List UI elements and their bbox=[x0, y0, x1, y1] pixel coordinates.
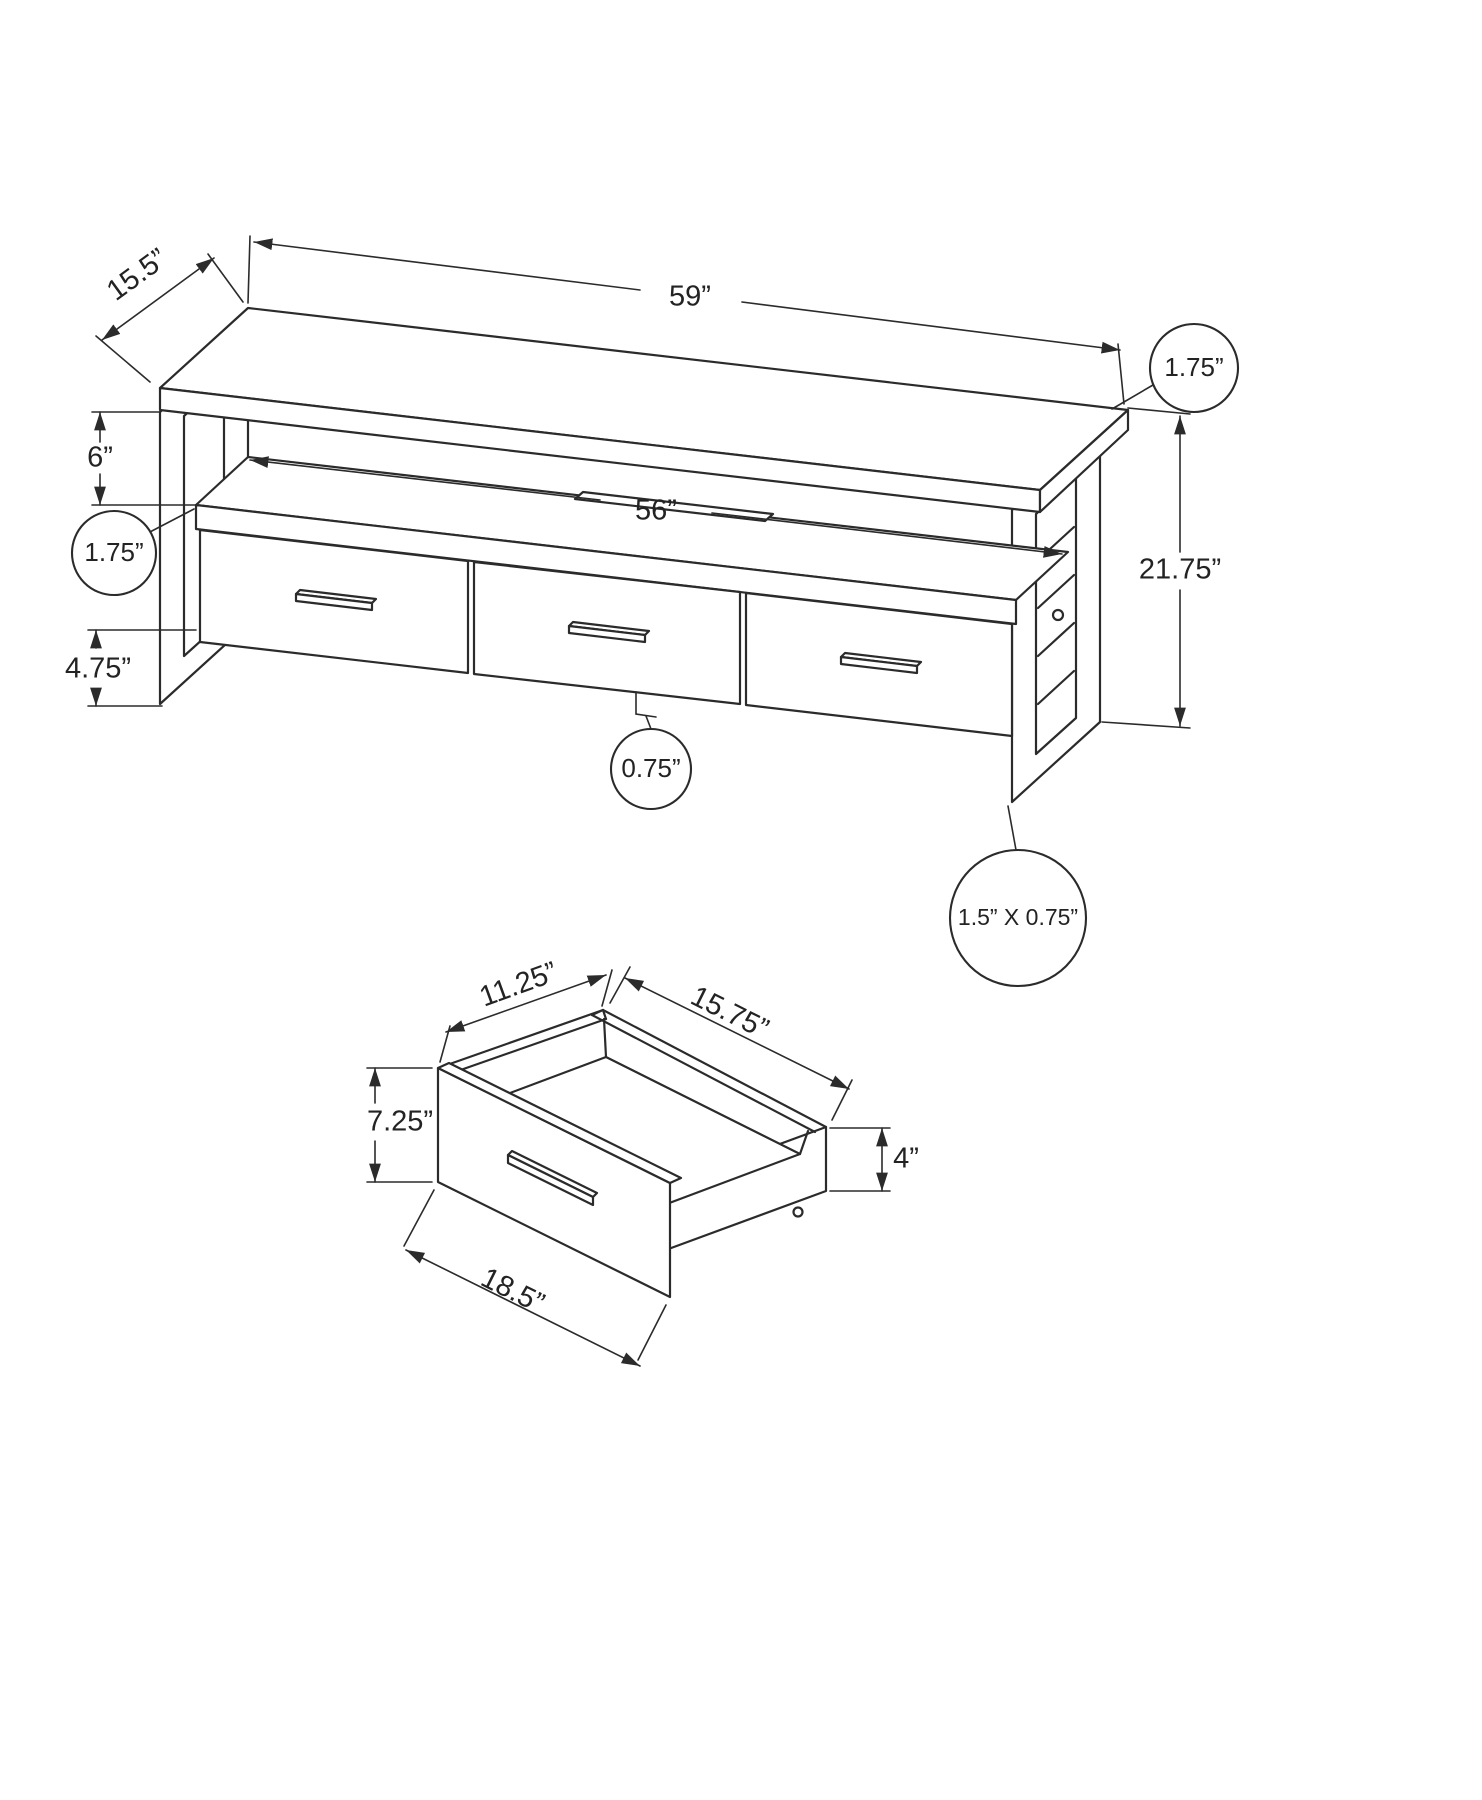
dim-drawer-side-height-label: 4” bbox=[893, 1143, 919, 1175]
dim-opening-height-label: 6” bbox=[87, 442, 113, 474]
dim-bubble bbox=[609, 727, 693, 811]
knob-hole bbox=[1051, 608, 1065, 622]
drawer-left-handle bbox=[294, 588, 378, 612]
side-screw-hole bbox=[792, 1206, 804, 1218]
dim-top-thickness: 1.75” bbox=[1111, 322, 1240, 414]
dim-drawer-side-height: 4” bbox=[829, 1127, 919, 1192]
dim-leg-profile-label: 1.5” X 0.75” bbox=[958, 904, 1078, 930]
dim-bubble bbox=[1148, 322, 1240, 414]
drawer-front-panel bbox=[436, 1061, 683, 1299]
drawer-front-top-edge bbox=[436, 1061, 683, 1185]
top-panel-end-face bbox=[1038, 408, 1130, 514]
dim-bottom-thickness-label: 0.75” bbox=[621, 753, 680, 783]
drawer-detail-drawing: 11.25” 15.75” 7.25” 4” bbox=[366, 956, 919, 1367]
dim-base-opening: 4.75” bbox=[65, 629, 197, 707]
dim-bubble bbox=[948, 848, 1088, 988]
dim-overall-height: 21.75” bbox=[1101, 407, 1221, 729]
drawer-box-left-rim bbox=[442, 1008, 608, 1075]
dim-overall-height-label: 21.75” bbox=[1139, 554, 1221, 586]
dim-bottom-thickness: 0.75” bbox=[609, 691, 693, 811]
drawer-detail-handle bbox=[506, 1149, 599, 1207]
dim-shelf-thickness-label: 1.75” bbox=[84, 537, 143, 567]
side-plank-lines bbox=[1036, 525, 1076, 706]
dim-drawer-depth-label: 11.25” bbox=[475, 956, 561, 1013]
dim-inner-width: 56” bbox=[249, 456, 1063, 558]
dim-inner-width-label: 56” bbox=[635, 495, 677, 527]
dim-width: 59” bbox=[247, 235, 1125, 405]
drawer-row bbox=[198, 528, 1014, 738]
dim-base-opening-label: 4.75” bbox=[65, 653, 131, 685]
dim-depth-label: 15.5” bbox=[101, 243, 173, 308]
dim-opening-height: 6” bbox=[87, 411, 197, 506]
tv-stand-drawing: 15.5” 59” 1.75” 6” 56” bbox=[65, 235, 1240, 988]
dim-drawer-front-height-label: 7.25” bbox=[367, 1106, 433, 1138]
dim-shelf-thickness: 1.75” bbox=[70, 508, 195, 597]
dim-top-thickness-label: 1.75” bbox=[1164, 352, 1223, 382]
drawer-right-handle bbox=[839, 651, 923, 675]
dim-bubble bbox=[70, 509, 158, 597]
dim-width-label: 59” bbox=[669, 281, 711, 313]
shelf-front-face bbox=[194, 503, 1018, 626]
top-panel bbox=[158, 306, 1130, 514]
dim-drawer-inner-width-label: 15.75” bbox=[686, 980, 774, 1045]
dim-drawer-front-height: 7.25” bbox=[366, 1067, 433, 1183]
dim-drawer-front-width-label: 18.5” bbox=[476, 1262, 549, 1320]
drawer-middle-handle bbox=[567, 620, 651, 644]
dim-leg-profile: 1.5” X 0.75” bbox=[948, 805, 1088, 988]
